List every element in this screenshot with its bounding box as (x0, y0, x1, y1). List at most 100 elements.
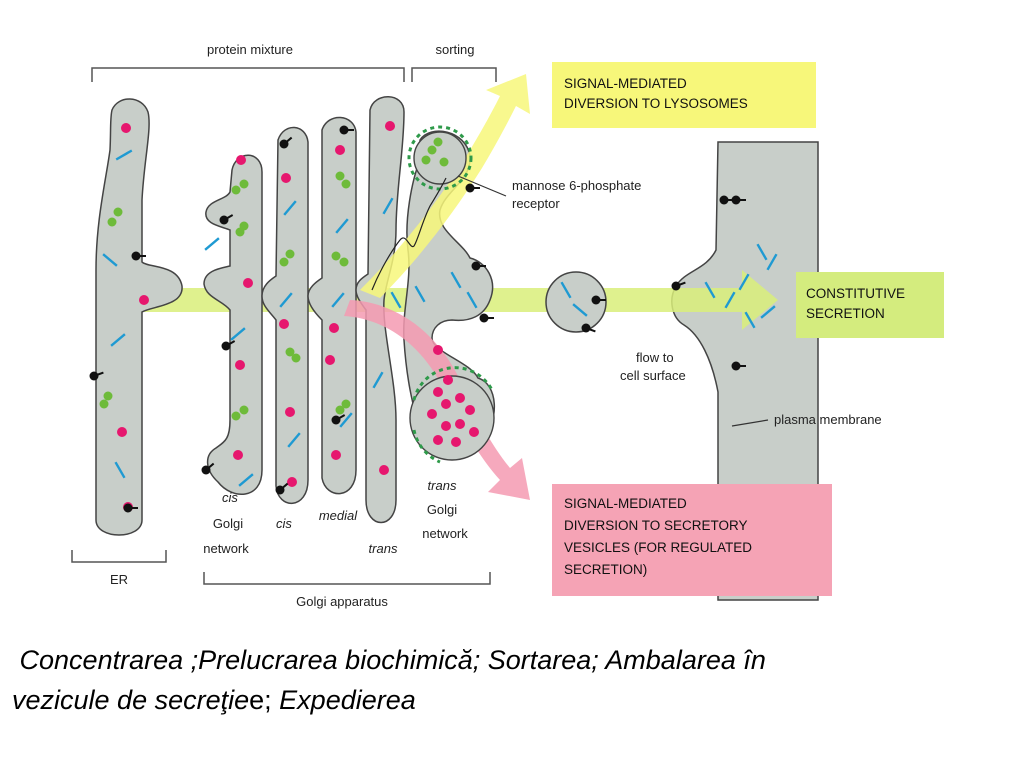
blue-dash (760, 305, 776, 319)
receptor-membrane-trail (371, 177, 447, 291)
medial-label: medial (319, 508, 358, 523)
green-dot (239, 221, 249, 231)
cis-label: cis (276, 516, 292, 531)
receptor-head (123, 503, 133, 513)
blue-dash (572, 303, 588, 317)
green-dot (279, 257, 289, 267)
magenta-dot (236, 155, 246, 165)
cis-network-label-3: network (203, 541, 249, 556)
green-dot (103, 391, 113, 401)
blue-dash (390, 291, 402, 309)
golgi-apparatus-bracket (203, 572, 491, 585)
er-bracket (71, 550, 167, 563)
trans-network-label-2: Golgi (427, 502, 457, 517)
blue-dash (738, 273, 750, 291)
blue-dash (756, 243, 768, 261)
green-dot (335, 171, 345, 181)
blue-dash (744, 311, 756, 329)
receptor-head (221, 341, 231, 351)
blue-dash (704, 281, 716, 299)
magenta-dot (121, 123, 131, 133)
m6p-label-line2: receptor (512, 196, 560, 211)
magenta-dot (433, 387, 443, 397)
green-dot (291, 353, 301, 363)
magenta-dot (285, 407, 295, 417)
receptor-head (719, 195, 729, 205)
magenta-dot (433, 435, 443, 445)
magenta-dot (379, 465, 389, 475)
magenta-dot (433, 345, 443, 355)
m6p-label-line1: mannose 6-phosphate (512, 178, 641, 193)
m6p-pointer (457, 175, 507, 197)
magenta-dot (443, 375, 453, 385)
blue-dash (466, 291, 478, 309)
flow-label-line2: cell surface (620, 368, 686, 383)
protein-mixture-label: protein mixture (207, 42, 293, 57)
blue-dash (114, 461, 126, 479)
receptor-head (131, 251, 141, 261)
flow-label-line1: flow to (636, 350, 674, 365)
green-dot (439, 157, 449, 167)
receptor-head (279, 139, 289, 149)
secretory-coat (412, 366, 494, 401)
receptor-head (219, 215, 229, 225)
magenta-dot (469, 427, 479, 437)
magenta-dot (441, 421, 451, 431)
secretory-box-line2: DIVERSION TO SECRETORY (564, 518, 748, 533)
magenta-dot (279, 319, 289, 329)
blue-dash (339, 412, 353, 428)
magenta-dot (455, 419, 465, 429)
trans-network-label-1: trans (428, 478, 457, 493)
plasma-membrane-label: plasma membrane (774, 412, 882, 427)
blue-dash (279, 292, 293, 308)
blue-dash (335, 218, 349, 234)
magenta-dot (235, 360, 245, 370)
transport-vesicle (545, 271, 607, 333)
green-dot (433, 137, 443, 147)
receptor-head (581, 323, 591, 333)
blue-dash (414, 285, 426, 303)
green-dot (331, 251, 341, 261)
magenta-dot (139, 295, 149, 305)
blue-dash (204, 237, 220, 251)
slide-caption: Concentrarea ;Prelucrarea biochimică; So… (12, 640, 1012, 720)
blue-dash (287, 432, 301, 448)
blue-dash (450, 271, 462, 289)
magenta-dot (451, 437, 461, 447)
magenta-dot (287, 477, 297, 487)
er-label: ER (110, 572, 128, 587)
magenta-dot (233, 450, 243, 460)
blue-dash (372, 371, 384, 389)
receptor-head (339, 125, 349, 135)
golgi-apparatus-label: Golgi apparatus (296, 594, 388, 609)
secretory-vesicle (409, 375, 495, 461)
secretory-box-line4: SECRETION) (564, 562, 647, 577)
green-dot (239, 405, 249, 415)
magenta-dot (455, 393, 465, 403)
er-cisterna (95, 98, 183, 536)
trans-network-label-3: network (422, 526, 468, 541)
membrane-receptors (89, 125, 746, 513)
receptor-head (591, 295, 601, 305)
magenta-dot (243, 278, 253, 288)
secretory-box-line3: VESICLES (FOR REGULATED (564, 540, 752, 555)
receptor-head (479, 313, 489, 323)
blue-dash (382, 197, 394, 215)
caption-line2d-text: Expedierea (279, 685, 416, 715)
green-dot (339, 257, 349, 267)
blue-dash (238, 473, 254, 487)
constitutive-box-line2: SECRETION (806, 306, 885, 321)
green-dot (341, 179, 351, 189)
cis-network-label-1: cis (222, 490, 238, 505)
receptor-head (471, 261, 481, 271)
cis-golgi-network (203, 154, 263, 495)
lysosomal-coated-vesicle (413, 131, 467, 185)
receptor-head (201, 465, 211, 475)
lysosome-box-line2: DIVERSION TO LYSOSOMES (564, 96, 748, 111)
blue-dash (331, 292, 345, 308)
green-dot (335, 405, 345, 415)
green-dot (113, 207, 123, 217)
caption-line-2: vezicule de secreţiee; Expedierea (12, 680, 1012, 720)
blue-dash (283, 200, 297, 216)
